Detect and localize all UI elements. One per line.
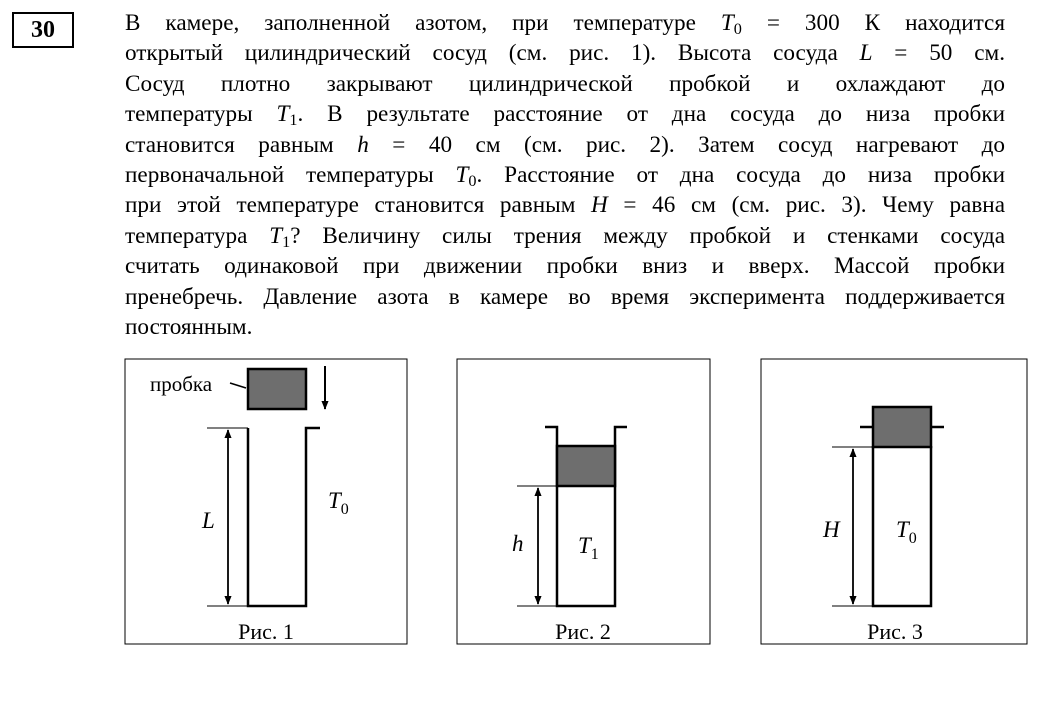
problem-line-10: пренебречь. Давление азота в камере во в… (125, 283, 1005, 310)
problem-line-6: первоначальной температуры T0. Расстояни… (125, 162, 1005, 191)
caption-fig2: Рис. 2 (555, 619, 611, 644)
problem-line-5: становится равным h = 40 см (см. рис. 2)… (125, 131, 1005, 158)
figure-1: пробка L T0 Рис. 1 (124, 358, 408, 645)
plug (246, 367, 308, 411)
plug-fig2 (555, 444, 617, 488)
task-number: 30 (31, 16, 55, 43)
problem-line-3: Сосуд плотно закрывают цилиндрической пр… (125, 70, 1005, 97)
temp-label-fig1: T0 (328, 488, 349, 518)
caption-fig3: Рис. 3 (867, 619, 923, 644)
plug-fig3 (871, 405, 933, 449)
figure-3-frame (760, 358, 1028, 645)
dim-label-L: L (201, 508, 215, 533)
problem-line-4: температуры T1. В результате расстояние … (125, 101, 1006, 130)
vessel-fig2 (545, 425, 627, 608)
temp-label-fig3: T0 (896, 517, 917, 547)
figure-3: H T0 Рис. 3 (760, 358, 1028, 645)
plug-label-leader (229, 382, 247, 389)
temp-label-fig2: T1 (578, 533, 599, 563)
figure-2-frame (456, 358, 711, 645)
problem-line-8: температура T1? Величину силы трения меж… (125, 222, 1006, 251)
caption-fig1: Рис. 1 (238, 619, 294, 644)
figure-2: h T1 Рис. 2 (456, 358, 711, 645)
problem-line-7: при этой температуре становится равным H… (125, 192, 1005, 219)
figure-1-frame (124, 358, 408, 645)
problem-text: В камере, заполненной азотом, при темпер… (125, 8, 1005, 342)
problem-line-1: В камере, заполненной азотом, при темпер… (125, 10, 1005, 38)
task-number-box: 30 (12, 12, 74, 48)
vessel-fig3 (871, 446, 933, 608)
plug-label: пробка (150, 372, 213, 396)
problem-line-2: открытый цилиндрический сосуд (см. рис. … (125, 40, 1005, 67)
problem-line-11: постоянным. (125, 314, 253, 341)
vessel (246, 426, 320, 608)
dim-label-H: H (822, 517, 841, 542)
problem-line-9: считать одинаковой при движении пробки в… (125, 253, 1005, 280)
dim-label-h: h (512, 531, 524, 556)
